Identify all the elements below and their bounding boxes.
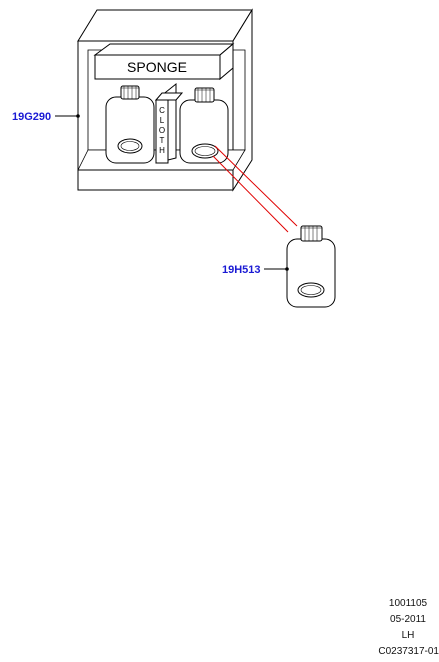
cloth-letter: O (159, 126, 165, 135)
kit-bottle-left (105, 85, 155, 164)
cloth-letter: T (160, 136, 165, 145)
bottle-19h513 (286, 225, 336, 308)
callout-19h513[interactable]: 19H513 (222, 264, 261, 276)
callout-dot-19g290 (76, 114, 80, 118)
callout-dot-19h513 (285, 267, 289, 271)
cloth-pack (154, 82, 184, 164)
sponge-block (93, 42, 235, 81)
cloth-letter: L (160, 116, 165, 125)
leader-line-b (212, 155, 289, 233)
cloth-letter: C (159, 106, 165, 115)
drawing-footer: 1001105 05-2011 LH C0237317-01 (319, 596, 439, 660)
illustration-code: C0237317-01 (378, 646, 439, 657)
date-code: 05-2011 (390, 614, 426, 625)
callout-19g290[interactable]: 19G290 (12, 111, 51, 123)
explode-leader-lines (212, 145, 298, 233)
ref-number: 1001105 (388, 598, 428, 609)
cloth-letter: H (159, 146, 165, 155)
leader-line-a (214, 145, 298, 227)
side-code: LH (401, 630, 415, 641)
sponge-label: SPONGE (127, 59, 187, 75)
